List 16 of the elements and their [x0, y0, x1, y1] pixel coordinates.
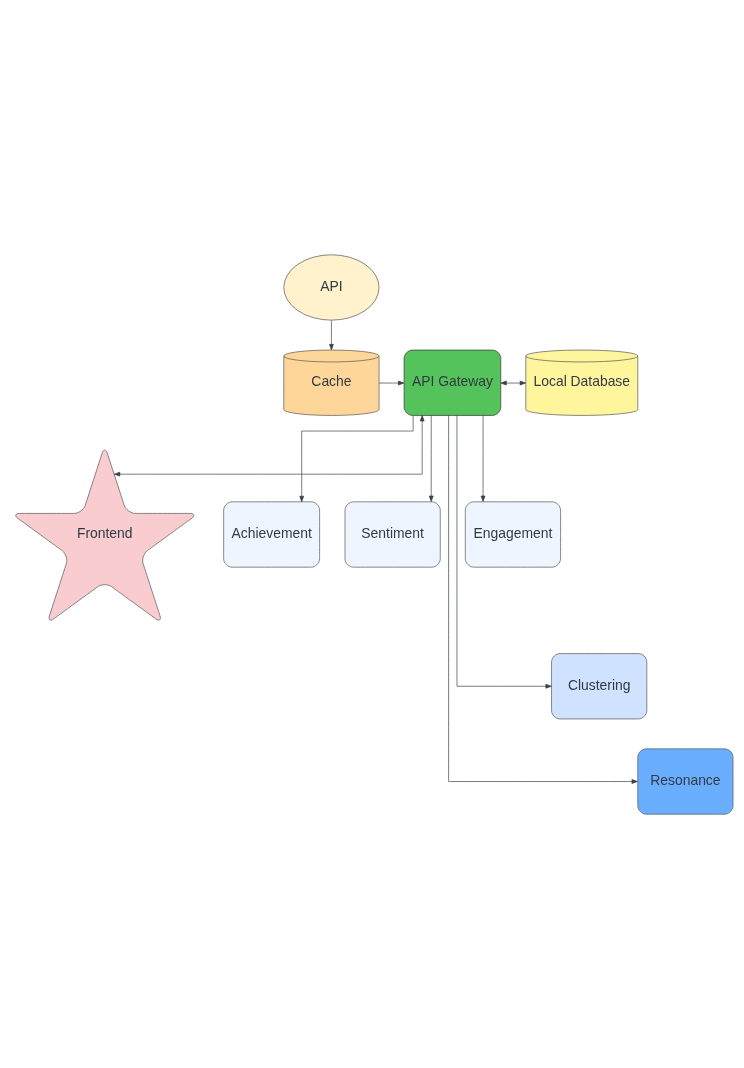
arrow — [500, 380, 526, 385]
node-box: Achievement — [223, 500, 320, 568]
arrow — [299, 414, 414, 502]
arrow — [480, 414, 486, 502]
node-ellipse: API — [283, 253, 380, 320]
arrow — [428, 414, 434, 502]
arrow — [113, 414, 425, 476]
node-box: Clustering — [551, 652, 648, 719]
node-box: Sentiment — [344, 500, 441, 568]
node-box: API Gateway — [403, 349, 502, 416]
arrow — [448, 414, 638, 784]
node-box: Resonance — [637, 748, 734, 815]
arrow — [329, 319, 334, 350]
arrow — [456, 414, 552, 689]
arrow — [378, 380, 405, 385]
node-box: Engagement — [464, 500, 561, 568]
